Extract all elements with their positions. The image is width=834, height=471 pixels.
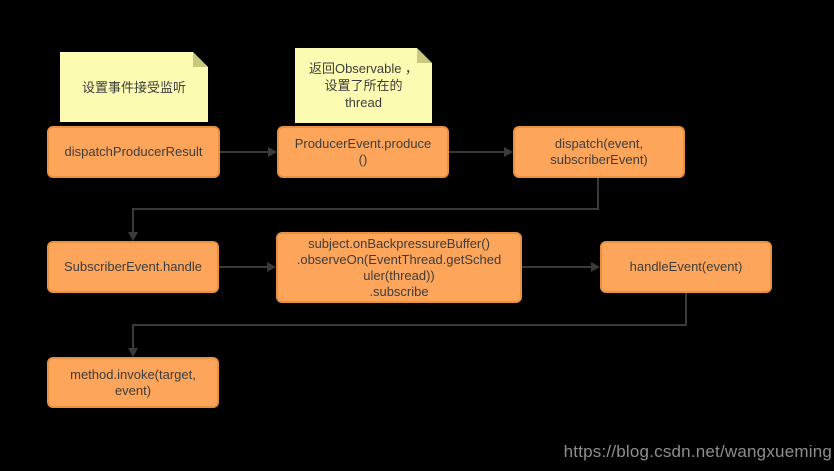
node-handle-event: handleEvent(event) — [600, 241, 772, 293]
connector-line — [597, 178, 599, 210]
connector-line — [449, 151, 505, 153]
note-fold-corner-icon — [193, 52, 208, 67]
connector-line — [132, 324, 687, 326]
note-text: 返回Observable ， 设置了所在的 thread — [308, 61, 419, 110]
note-text: 设置事件接受监听 — [81, 79, 186, 95]
watermark-url: https://blog.csdn.net/wangxueming — [563, 442, 832, 461]
note-set-event-listener: 设置事件接受监听 — [60, 52, 208, 122]
arrow-head-right-icon — [591, 262, 600, 272]
node-producer-event-produce: ProducerEvent.produce () — [277, 126, 449, 178]
node-dispatch-event-subscriber-event: dispatch(event, subscriberEvent) — [513, 126, 685, 178]
note-return-observable-thread: 返回Observable ， 设置了所在的 thread — [295, 48, 432, 123]
arrow-head-right-icon — [504, 147, 513, 157]
arrow-head-down-icon — [128, 232, 138, 241]
node-dispatch-producer-result: dispatchProducerResult — [47, 126, 220, 178]
connector-line — [685, 293, 687, 326]
arrow-head-down-icon — [128, 348, 138, 357]
connector-line — [219, 266, 268, 268]
arrow-head-right-icon — [268, 147, 277, 157]
connector-line — [132, 324, 134, 350]
connector-line — [132, 208, 599, 210]
connector-line — [220, 151, 269, 153]
arrow-head-right-icon — [267, 262, 276, 272]
note-fold-corner-icon — [417, 48, 432, 63]
connector-line — [132, 208, 134, 234]
node-subscriber-event-handle: SubscriberEvent.handle — [47, 241, 219, 293]
node-method-invoke: method.invoke(target, event) — [47, 357, 219, 408]
connector-line — [522, 266, 592, 268]
node-subject-backpressure-subscribe: subject.onBackpressureBuffer() .observeO… — [276, 232, 522, 303]
